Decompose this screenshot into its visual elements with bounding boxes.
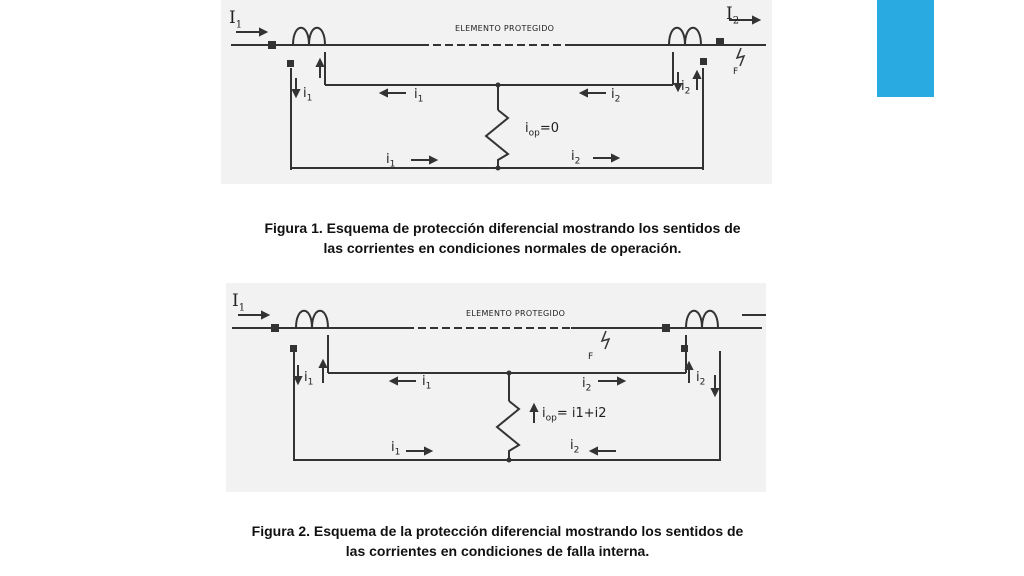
iop-label: iop= i1+i2 bbox=[542, 406, 607, 424]
breaker-right bbox=[716, 38, 724, 46]
current-I1-label: I1 bbox=[229, 8, 243, 31]
i1-top-label: i1 bbox=[422, 374, 432, 392]
operating-relay bbox=[495, 400, 521, 460]
iop-label: iop=0 bbox=[525, 121, 560, 139]
fault-label: F bbox=[733, 67, 739, 77]
i1-bottom-label: i1 bbox=[391, 440, 401, 458]
figure-1-diagram: ELEMENTO PROTEGIDO I1 I2 F i1 i1 i2 i2 i… bbox=[221, 0, 772, 184]
right-ct-coil bbox=[685, 309, 719, 329]
i2-top-label: i2 bbox=[582, 376, 592, 394]
fault-mark bbox=[600, 330, 611, 350]
figure-2-caption-line-2: las corrientes en condiciones de falla i… bbox=[345, 543, 650, 559]
figure-2-caption-line-1: Figura 2. Esquema de la protección difer… bbox=[251, 523, 744, 539]
right-ct-coil bbox=[668, 26, 702, 46]
operating-relay bbox=[484, 109, 510, 168]
i2-bottom-label: i2 bbox=[570, 438, 580, 456]
i2-right-label: i2 bbox=[681, 79, 691, 97]
breaker-right bbox=[662, 324, 670, 332]
i1-top-label: i1 bbox=[414, 87, 424, 105]
protected-element-label: ELEMENTO PROTEGIDO bbox=[455, 24, 555, 33]
fault-mark bbox=[735, 47, 746, 67]
left-ct-coil bbox=[295, 309, 329, 329]
i2-bottom-label: i2 bbox=[571, 149, 581, 167]
i1-left-label: i1 bbox=[304, 370, 314, 388]
breaker-left bbox=[271, 324, 279, 332]
accent-block bbox=[877, 0, 934, 97]
figure-2-diagram: ELEMENTO PROTEGIDO I1 F i1 i1 i2 i2 iop=… bbox=[226, 283, 766, 492]
figure-2-caption: Figura 2. Esquema de la protección difer… bbox=[205, 521, 790, 561]
i1-bottom-label: i1 bbox=[386, 152, 396, 170]
fault-label: F bbox=[588, 352, 594, 362]
left-ct-coil bbox=[292, 26, 326, 46]
figure-2-schematic bbox=[232, 309, 766, 463]
figure-1-caption-line-2: las corrientes en condiciones normales d… bbox=[323, 240, 682, 256]
i2-right-label: i2 bbox=[696, 370, 706, 388]
current-I1-label: I1 bbox=[232, 291, 246, 314]
figure-1-caption-line-1: Figura 1. Esquema de protección diferenc… bbox=[264, 220, 741, 236]
i1-left-label: i1 bbox=[303, 86, 313, 104]
i2-top-label: i2 bbox=[611, 87, 621, 105]
figure-1-caption: Figura 1. Esquema de protección diferenc… bbox=[221, 218, 784, 258]
protected-element-label: ELEMENTO PROTEGIDO bbox=[466, 309, 566, 318]
figure-1-schematic bbox=[231, 15, 766, 171]
breaker-left bbox=[268, 41, 276, 49]
current-I2-label: I2 bbox=[726, 4, 740, 27]
